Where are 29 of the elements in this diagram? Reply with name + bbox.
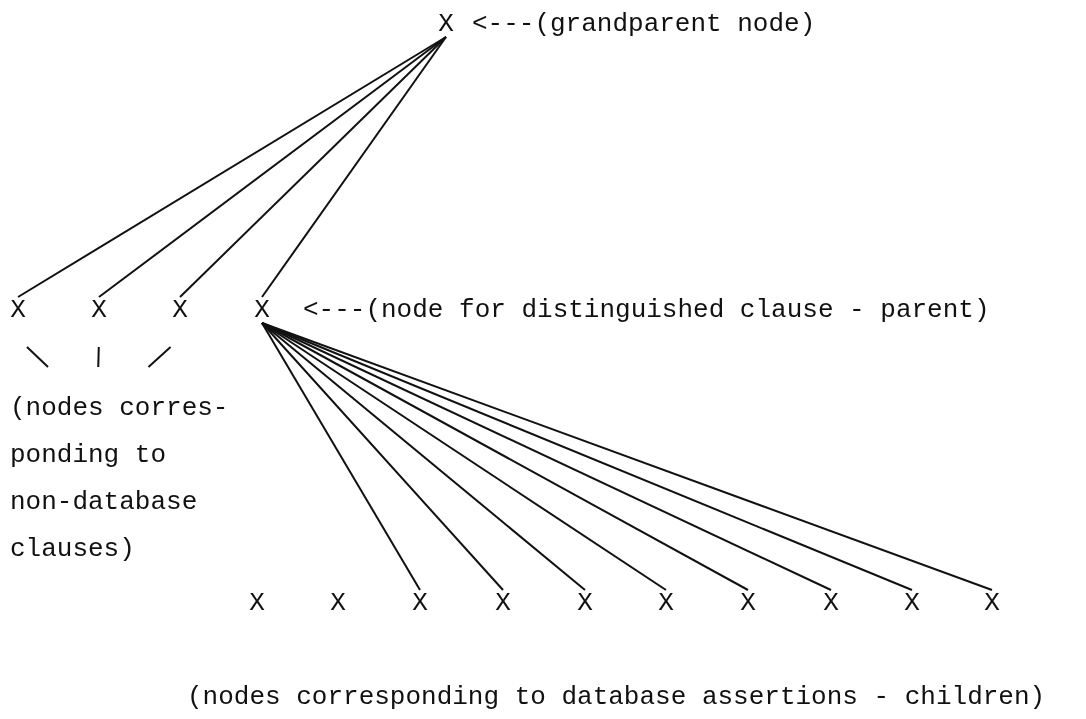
node-group-label: (nodes corres- ponding to non-database clauses) [10,385,235,573]
tree-edge [261,322,421,591]
tree-node-mark: X [903,590,921,616]
tree-node-mark: X [657,590,675,616]
tree-edge [261,322,586,591]
leader-line [26,346,49,368]
tree-node-mark: X [253,297,271,323]
tree-edge [179,36,447,298]
tree-edge [261,322,667,591]
tree-node-mark: X [822,590,840,616]
tree-edge [17,36,447,298]
tree-node-mark: X [983,590,1001,616]
tree-node-mark: X [576,590,594,616]
tree-node-mark: X [411,590,429,616]
tree-node-mark: X [494,590,512,616]
caption-note: (nodes corresponding to database assertions - children) [187,684,1046,710]
tree-node-mark: X [248,590,266,616]
tree-node-mark: X [437,11,455,37]
tree-edge [261,322,504,591]
tree-node-mark: X [9,297,27,323]
tree-node-mark: X [90,297,108,323]
node-annotation: <---(node for distinguished clause - parent) [303,297,990,323]
tree-edge [261,36,447,298]
tree-node-mark: X [739,590,757,616]
tree-node-mark: X [329,590,347,616]
node-annotation: <---(grandparent node) [472,11,816,37]
leader-line [147,346,172,368]
leader-line [97,346,100,368]
tree-node-mark: X [171,297,189,323]
